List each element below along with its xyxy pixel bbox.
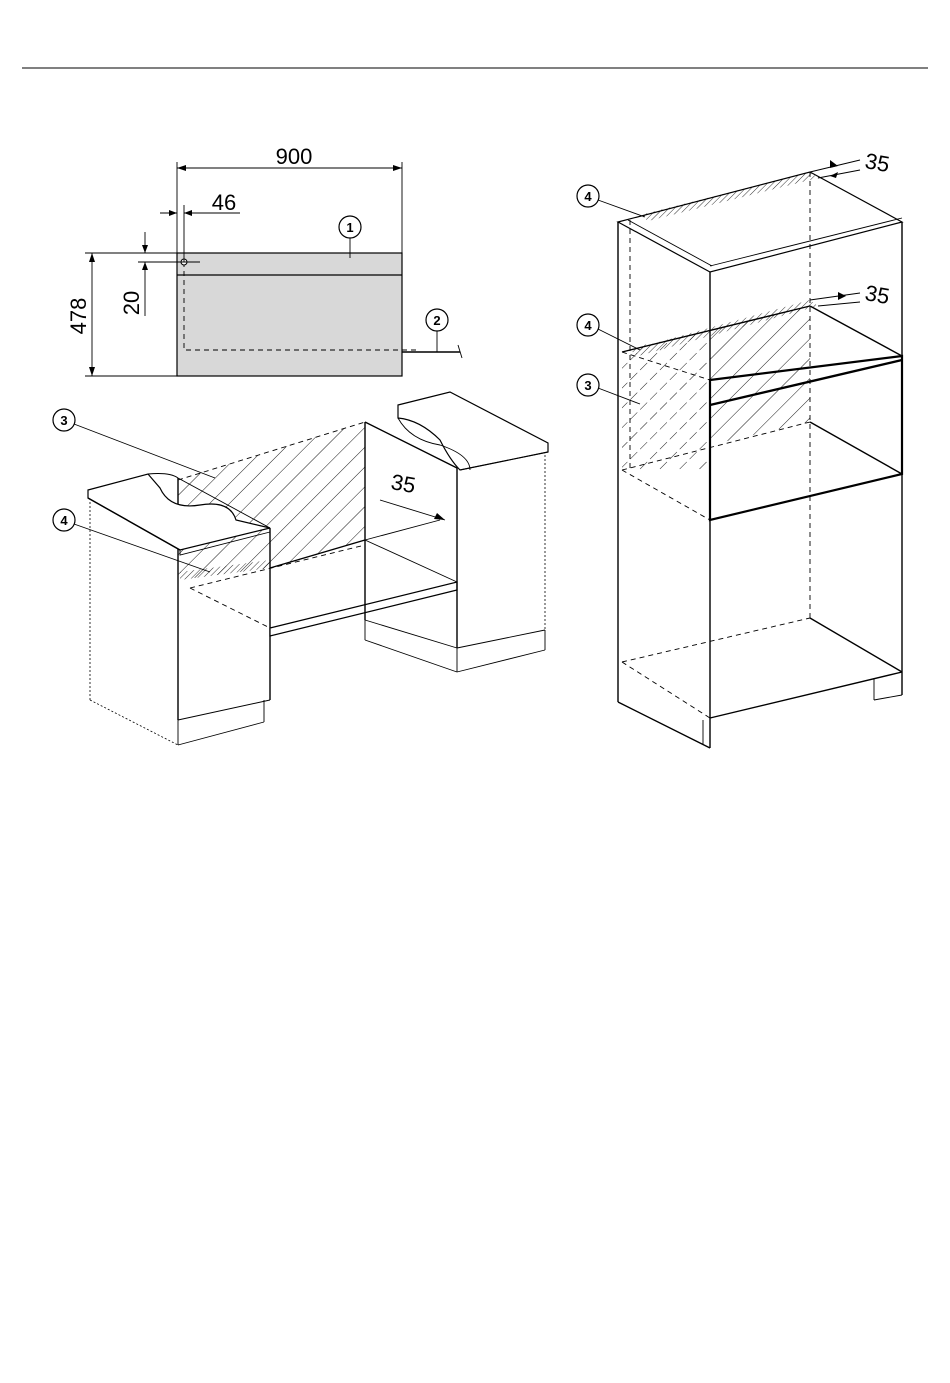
counter-shelf [270, 582, 457, 636]
top-strip [640, 172, 818, 221]
front-view: 900 46 478 20 1 2 [66, 144, 462, 376]
svg-text:3: 3 [584, 378, 591, 393]
svg-text:3: 3 [60, 413, 67, 428]
dimension-width: 900 [276, 144, 313, 169]
dimension-depth-counter: 35 [389, 469, 417, 498]
svg-text:4: 4 [584, 189, 592, 204]
right-worktop [398, 392, 548, 470]
svg-text:4: 4 [584, 318, 592, 333]
dimension-height: 478 [66, 298, 91, 335]
dimension-offset-left: 46 [212, 190, 236, 215]
svg-text:1: 1 [346, 220, 353, 235]
svg-text:2: 2 [433, 313, 440, 328]
dimension-depth-tall-top: 35 [863, 148, 891, 177]
dimension-offset-top: 20 [119, 291, 144, 315]
appliance-front [177, 253, 402, 376]
dimension-depth-tall-mid: 35 [863, 280, 891, 309]
tall-cabinet-installation: 35 35 4 4 3 [577, 148, 902, 748]
counter-installation: 35 3 4 [53, 392, 548, 745]
svg-text:4: 4 [60, 513, 68, 528]
